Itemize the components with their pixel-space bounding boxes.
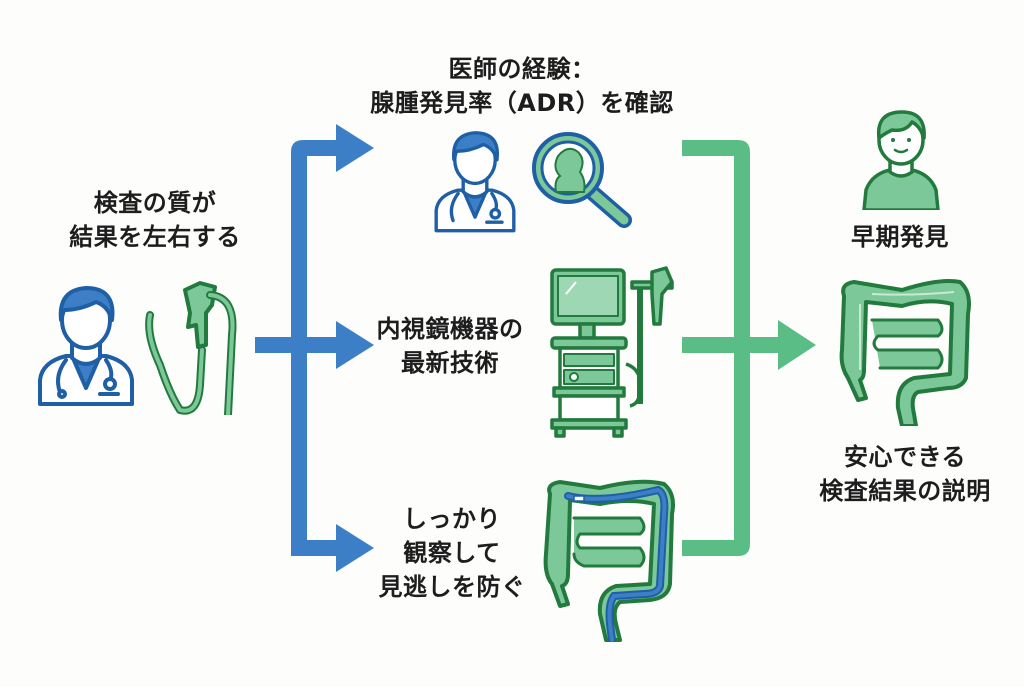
blue-branch-arrows xyxy=(255,124,374,572)
doctor-icon-factor-adr xyxy=(434,131,516,233)
patient-icon xyxy=(862,110,940,210)
factor-equipment-label: 内視鏡機器の 最新技術 xyxy=(370,312,530,380)
blue-input-stem xyxy=(255,337,300,353)
magnifier-icon xyxy=(532,132,632,228)
blue-middle-stem xyxy=(300,337,340,353)
colon-with-scope-icon xyxy=(543,479,675,642)
blue-arrowhead-bottom xyxy=(336,524,374,572)
outcome-explanation-line-2: 検査結果の説明 xyxy=(819,477,991,505)
blue-trunk xyxy=(291,140,340,556)
colon-icon xyxy=(839,279,971,426)
factor-adr-line-1: 医師の経験： xyxy=(448,55,596,83)
factor-adr-label: 医師の経験： 腺腫発見率（ADR）を確認 xyxy=(362,52,682,120)
green-middle-input xyxy=(682,337,742,353)
endoscopy-cart-icon xyxy=(550,266,674,438)
factor-observation-line-3: 見逃しを防ぐ xyxy=(378,573,526,601)
doctor-icon xyxy=(38,286,134,406)
green-output-stem xyxy=(742,337,782,353)
factor-observation-line-2: 観察して xyxy=(403,539,501,567)
left-label-line-1: 検査の質が xyxy=(93,189,217,217)
green-merge-arrows xyxy=(682,140,816,556)
endoscope-icon xyxy=(145,281,237,415)
factor-equipment-line-2: 最新技術 xyxy=(401,349,499,377)
outcome-explanation-label: 安心できる 検査結果の説明 xyxy=(800,440,1010,508)
green-arrowhead-output xyxy=(778,320,816,370)
factor-observation-label: しっかり 観察して 見逃しを防ぐ xyxy=(362,502,542,604)
factor-equipment-line-1: 内視鏡機器の xyxy=(376,315,524,343)
left-label: 検査の質が 結果を左右する xyxy=(30,186,280,254)
blue-arrowhead-middle xyxy=(336,321,374,369)
outcome-early-detection-label: 早期発見 xyxy=(800,220,1000,254)
left-label-line-2: 結果を左右する xyxy=(69,223,241,251)
factor-adr-line-2: 腺腫発見率（ADR）を確認 xyxy=(370,89,674,117)
blue-arrowhead-top xyxy=(336,124,374,172)
factor-observation-line-1: しっかり xyxy=(403,505,501,533)
outcome-early-detection-text: 早期発見 xyxy=(851,223,949,251)
outcome-explanation-line-1: 安心できる xyxy=(843,443,967,471)
